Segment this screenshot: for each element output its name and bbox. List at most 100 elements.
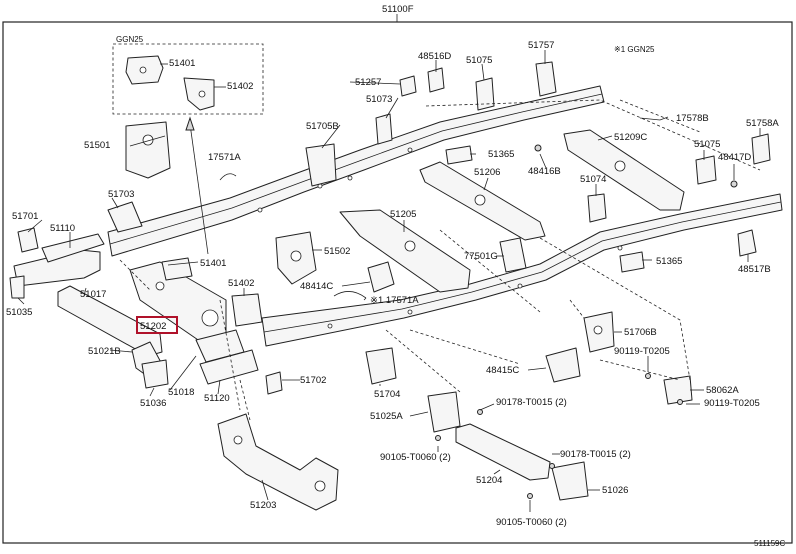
label-inset-51402[interactable]: 51402 bbox=[227, 81, 253, 92]
label-51075-top[interactable]: 51075 bbox=[466, 55, 492, 66]
bracket-51025A bbox=[427, 391, 461, 433]
bolt-90105-b bbox=[527, 493, 533, 499]
bracket-51705B bbox=[305, 143, 337, 187]
label-diagram-id: 511159C bbox=[754, 539, 786, 548]
label-51120[interactable]: 51120 bbox=[204, 393, 230, 404]
label-77501G[interactable]: 77501G bbox=[464, 251, 498, 262]
bracket-51075-right bbox=[695, 155, 717, 185]
label-48417D[interactable]: 48417D bbox=[718, 152, 751, 163]
bracket-51075-top bbox=[475, 77, 495, 111]
member-51110 bbox=[41, 233, 105, 263]
label-51257[interactable]: 51257 bbox=[355, 77, 381, 88]
label-51202[interactable]: 51202 bbox=[140, 321, 166, 332]
label-90119-T0205-b[interactable]: 90119-T0205 bbox=[704, 398, 760, 409]
bracket-51402 bbox=[231, 293, 263, 327]
label-51018[interactable]: 51018 bbox=[168, 387, 194, 398]
label-51026[interactable]: 51026 bbox=[602, 485, 628, 496]
label-51206[interactable]: 51206 bbox=[474, 167, 500, 178]
bolt-48416B bbox=[534, 144, 542, 152]
label-48414C[interactable]: 48414C bbox=[300, 281, 333, 292]
label-58062A[interactable]: 58062A bbox=[706, 385, 739, 396]
label-51073[interactable]: 51073 bbox=[366, 94, 392, 105]
bracket-58062A bbox=[663, 375, 693, 405]
label-48517B[interactable]: 48517B bbox=[738, 264, 771, 275]
bolt-90105-a bbox=[435, 435, 441, 441]
bracket-48516D bbox=[427, 67, 445, 93]
label-90105-T0060-a[interactable]: 90105-T0060 (2) bbox=[380, 452, 451, 463]
label-51401[interactable]: 51401 bbox=[200, 258, 226, 269]
label-51075-right[interactable]: 51075 bbox=[694, 139, 720, 150]
label-90178-T0015-a[interactable]: 90178-T0015 (2) bbox=[496, 397, 567, 408]
label-48415C[interactable]: 48415C bbox=[486, 365, 519, 376]
label-51704[interactable]: 51704 bbox=[374, 389, 400, 400]
label-51702[interactable]: 51702 bbox=[300, 375, 326, 386]
label-51706B[interactable]: 51706B bbox=[624, 327, 657, 338]
label-51204[interactable]: 51204 bbox=[476, 475, 502, 486]
member-51204 bbox=[455, 423, 551, 481]
member-51203 bbox=[217, 413, 339, 511]
diagram-border bbox=[2, 21, 793, 544]
label-51758A[interactable]: 51758A bbox=[746, 118, 779, 129]
label-51209C[interactable]: 51209C bbox=[614, 132, 647, 143]
hose-17571A-mid bbox=[333, 291, 367, 299]
label-note-ggn25: ※1 GGN25 bbox=[614, 45, 655, 54]
label-90105-T0060-b[interactable]: 90105-T0060 (2) bbox=[496, 517, 567, 528]
bracket-48517B bbox=[737, 229, 757, 257]
crossmember-51206 bbox=[419, 161, 546, 241]
inset-bracket-51401 bbox=[125, 55, 164, 85]
label-51100F[interactable]: 51100F bbox=[382, 4, 414, 15]
bracket-51757 bbox=[535, 61, 557, 97]
label-51203[interactable]: 51203 bbox=[250, 500, 276, 511]
label-48516D[interactable]: 48516D bbox=[418, 51, 451, 62]
label-51074[interactable]: 51074 bbox=[580, 174, 606, 185]
bracket-51074 bbox=[587, 193, 607, 223]
label-51205[interactable]: 51205 bbox=[390, 209, 416, 220]
label-48416B[interactable]: 48416B bbox=[528, 166, 561, 177]
bracket-51365-right bbox=[619, 251, 645, 273]
bolt-90119-b bbox=[677, 399, 683, 405]
label-inset-51401[interactable]: 51401 bbox=[169, 58, 195, 69]
label-51365-top[interactable]: 51365 bbox=[488, 149, 514, 160]
label-17571A-mid[interactable]: ※1 17571A bbox=[370, 295, 419, 306]
bracket-51703 bbox=[107, 201, 143, 233]
bracket-51365-top bbox=[445, 145, 473, 165]
selected-part-highlight bbox=[136, 316, 178, 334]
frame-rail-right bbox=[261, 193, 783, 347]
label-51025A[interactable]: 51025A bbox=[370, 411, 403, 422]
bracket-51036 bbox=[141, 359, 169, 389]
hose-17571A-top bbox=[219, 173, 237, 181]
label-17578B[interactable]: 17578B bbox=[676, 113, 709, 124]
label-90178-T0015-b[interactable]: 90178-T0015 (2) bbox=[560, 449, 631, 460]
label-90119-T0205-a[interactable]: 90119-T0205 bbox=[614, 346, 670, 357]
label-51036[interactable]: 51036 bbox=[140, 398, 166, 409]
nut-90178-b bbox=[549, 463, 555, 469]
label-51017[interactable]: 51017 bbox=[80, 289, 106, 300]
bracket-51026 bbox=[551, 461, 589, 501]
label-51703[interactable]: 51703 bbox=[108, 189, 134, 200]
label-51701[interactable]: 51701 bbox=[12, 211, 38, 222]
label-51021B[interactable]: 51021B bbox=[88, 346, 121, 357]
label-17571A-top[interactable]: 17571A bbox=[208, 152, 241, 163]
hose-17578B bbox=[639, 117, 661, 121]
label-51501[interactable]: 51501 bbox=[84, 140, 110, 151]
nut-90178-a bbox=[477, 409, 483, 415]
bracket-51073 bbox=[375, 113, 393, 145]
bracket-77501G bbox=[499, 237, 527, 273]
label-51110[interactable]: 51110 bbox=[50, 223, 75, 234]
leader-lines bbox=[17, 50, 761, 512]
bracket-51758A bbox=[751, 133, 771, 165]
bracket-51706B bbox=[583, 311, 615, 353]
label-51035[interactable]: 51035 bbox=[6, 307, 32, 318]
bracket-51702 bbox=[265, 371, 283, 395]
label-51402[interactable]: 51402 bbox=[228, 278, 254, 289]
inset-arrow-head bbox=[185, 116, 195, 131]
part-labels: 51100F GGN25 51401 51402 ※1 GGN25 48516D… bbox=[6, 4, 786, 548]
bracket-51502 bbox=[275, 231, 317, 285]
label-51705B[interactable]: 51705B bbox=[306, 121, 339, 132]
label-51757[interactable]: 51757 bbox=[528, 40, 554, 51]
label-inset-title: GGN25 bbox=[116, 35, 144, 44]
label-51502[interactable]: 51502 bbox=[324, 246, 350, 257]
label-51365-right[interactable]: 51365 bbox=[656, 256, 682, 267]
